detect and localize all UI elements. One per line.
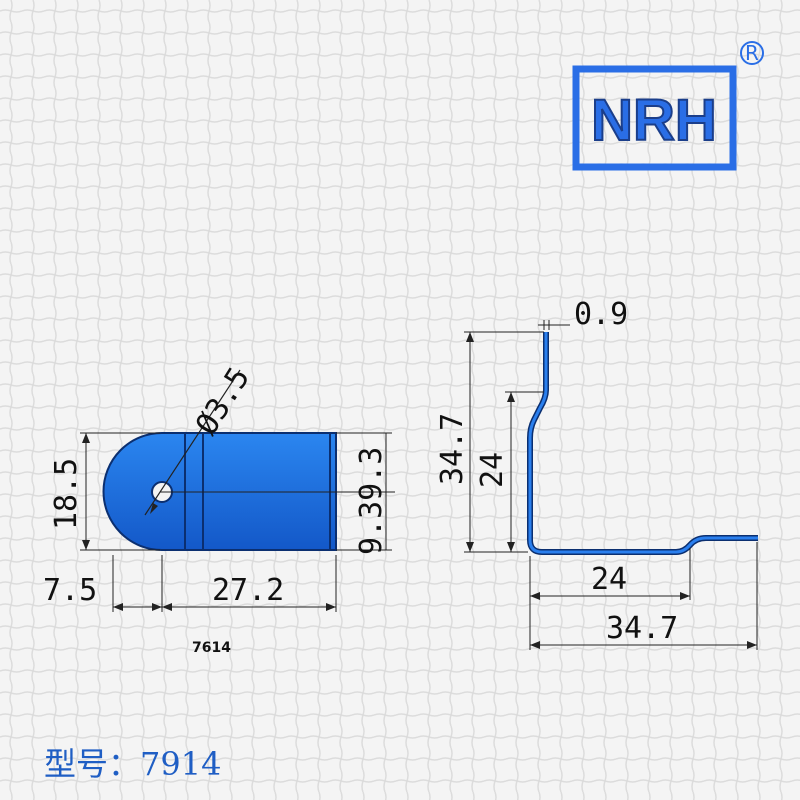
dim-length: 27.2 — [212, 573, 284, 608]
registered-mark-icon — [740, 41, 764, 65]
dim-inner-length: 24 — [591, 562, 627, 597]
dim-total-length: 34.7 — [606, 611, 678, 646]
dim-right-stack: 9.39.3 — [354, 447, 389, 555]
registered-mark-letter: R — [745, 41, 759, 65]
model-label: 型号：7914 — [44, 745, 221, 783]
dim-thickness: 0.9 — [574, 297, 628, 332]
drawing-number: 7614 — [192, 640, 231, 656]
front-view: Ø3.5 18.5 9.39.3 7.5 27.2 7614 — [43, 361, 395, 656]
dim-height: 18.5 — [49, 458, 84, 530]
brand-logo: NRH R — [572, 41, 764, 171]
dim-inner-height: 24 — [475, 452, 510, 488]
side-view: 0.9 34.7 24 24 34.7 — [435, 297, 758, 650]
dim-offset: 7.5 — [43, 573, 97, 608]
dim-total-height: 34.7 — [435, 413, 470, 485]
logo-frame — [572, 65, 737, 171]
side-view-part — [528, 332, 758, 554]
logo-text: NRH — [591, 88, 717, 153]
